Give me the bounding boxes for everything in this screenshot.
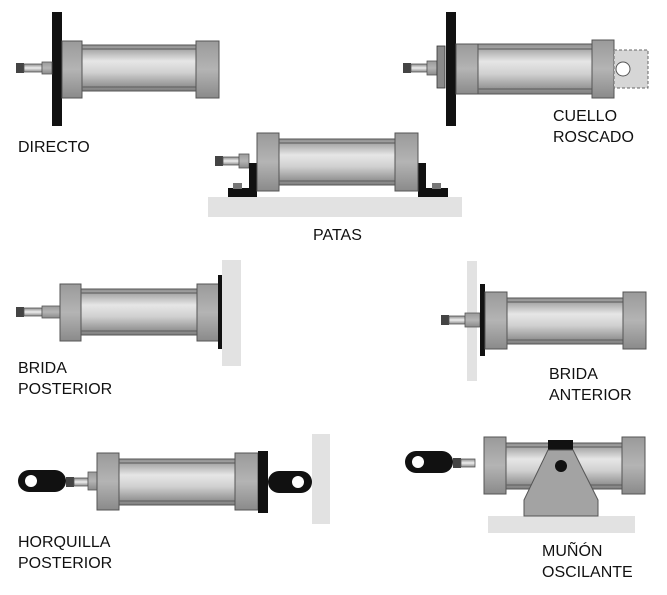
- label-munon-oscilante-line1: MUÑÓN: [542, 543, 603, 560]
- label-cuello-roscado-line2: ROSCADO: [553, 129, 634, 146]
- label-brida-anterior-line1: BRIDA: [549, 366, 598, 383]
- label-horquilla-posterior-line1: HORQUILLA: [18, 534, 111, 551]
- label-brida-anterior: BRIDA ANTERIOR: [549, 364, 632, 406]
- label-brida-posterior: BRIDA POSTERIOR: [18, 358, 112, 400]
- label-cuello-roscado: CUELLO ROSCADO: [553, 106, 634, 148]
- cylinder-brida-posterior: [16, 260, 241, 366]
- cylinder-cuello-roscado: [403, 12, 649, 126]
- label-brida-posterior-line1: BRIDA: [18, 360, 67, 377]
- label-munon-oscilante: MUÑÓN OSCILANTE: [542, 541, 633, 583]
- label-directo: DIRECTO: [18, 137, 90, 158]
- label-patas-line1: PATAS: [313, 227, 362, 244]
- label-brida-anterior-line2: ANTERIOR: [549, 387, 632, 404]
- label-horquilla-posterior: HORQUILLA POSTERIOR: [18, 532, 112, 574]
- cylinder-brida-anterior: [441, 261, 647, 381]
- cylinder-munon-oscilante: [405, 436, 646, 533]
- label-brida-posterior-line2: POSTERIOR: [18, 381, 113, 398]
- cylinder-horquilla-posterior: [18, 434, 330, 524]
- label-patas: PATAS: [313, 225, 362, 246]
- label-munon-oscilante-line2: OSCILANTE: [542, 564, 633, 581]
- label-cuello-roscado-line1: CUELLO: [553, 108, 618, 125]
- label-directo-line1: DIRECTO: [18, 139, 90, 156]
- cylinder-patas: [208, 132, 462, 217]
- cylinder-directo: [16, 12, 220, 126]
- label-horquilla-posterior-line2: POSTERIOR: [18, 555, 113, 572]
